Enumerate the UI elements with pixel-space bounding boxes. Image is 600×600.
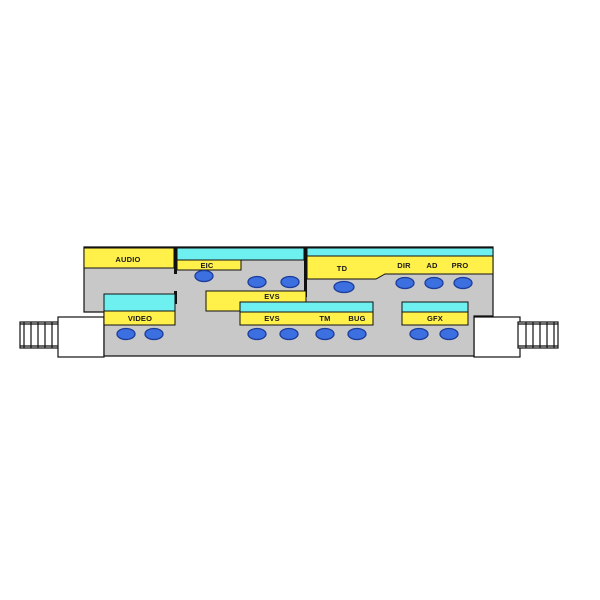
video-label: VIDEO xyxy=(128,314,152,323)
seat-icon xyxy=(247,327,267,341)
audio-label: AUDIO xyxy=(115,255,140,264)
seat-icon xyxy=(439,327,459,341)
video-monitor-wall xyxy=(103,293,176,312)
seat-icon xyxy=(116,327,136,341)
wall xyxy=(304,247,307,297)
tm-label: TM xyxy=(319,314,330,323)
seat-icon xyxy=(247,275,267,289)
video-desk xyxy=(103,310,176,326)
seat-icon xyxy=(315,327,335,341)
seat-icon xyxy=(279,327,299,341)
dir-label: DIR xyxy=(397,261,411,270)
bug-label: BUG xyxy=(348,314,365,323)
seat-icon xyxy=(424,276,444,290)
evs-upper-label: EVS xyxy=(264,292,280,301)
gfx-label: GFX xyxy=(427,314,443,323)
right-entry-landing xyxy=(473,316,521,358)
gfx-desk xyxy=(401,311,469,326)
evs-lower-monitor-wall xyxy=(239,301,374,313)
production-monitor-wall xyxy=(306,247,494,257)
evs-lower-label: EVS xyxy=(264,314,280,323)
seat-icon xyxy=(280,275,300,289)
left-entry-landing xyxy=(57,316,105,358)
left-stairs xyxy=(19,321,61,349)
seat-icon xyxy=(347,327,367,341)
seat-icon xyxy=(409,327,429,341)
evs-lower-desk xyxy=(239,311,374,326)
seat-icon xyxy=(144,327,164,341)
production-desk xyxy=(306,255,494,280)
gfx-monitor-wall xyxy=(401,301,469,313)
eic-desk xyxy=(176,259,242,271)
ad-label: AD xyxy=(426,261,438,270)
pro-label: PRO xyxy=(452,261,469,270)
seat-icon xyxy=(194,269,214,283)
seat-icon xyxy=(395,276,415,290)
eic-monitor-wall xyxy=(176,247,305,261)
eic-label: EIC xyxy=(200,261,213,270)
wall xyxy=(174,247,177,274)
right-stairs xyxy=(517,321,559,349)
seat-icon xyxy=(333,280,355,294)
seat-icon xyxy=(453,276,473,290)
td-label: TD xyxy=(337,264,348,273)
